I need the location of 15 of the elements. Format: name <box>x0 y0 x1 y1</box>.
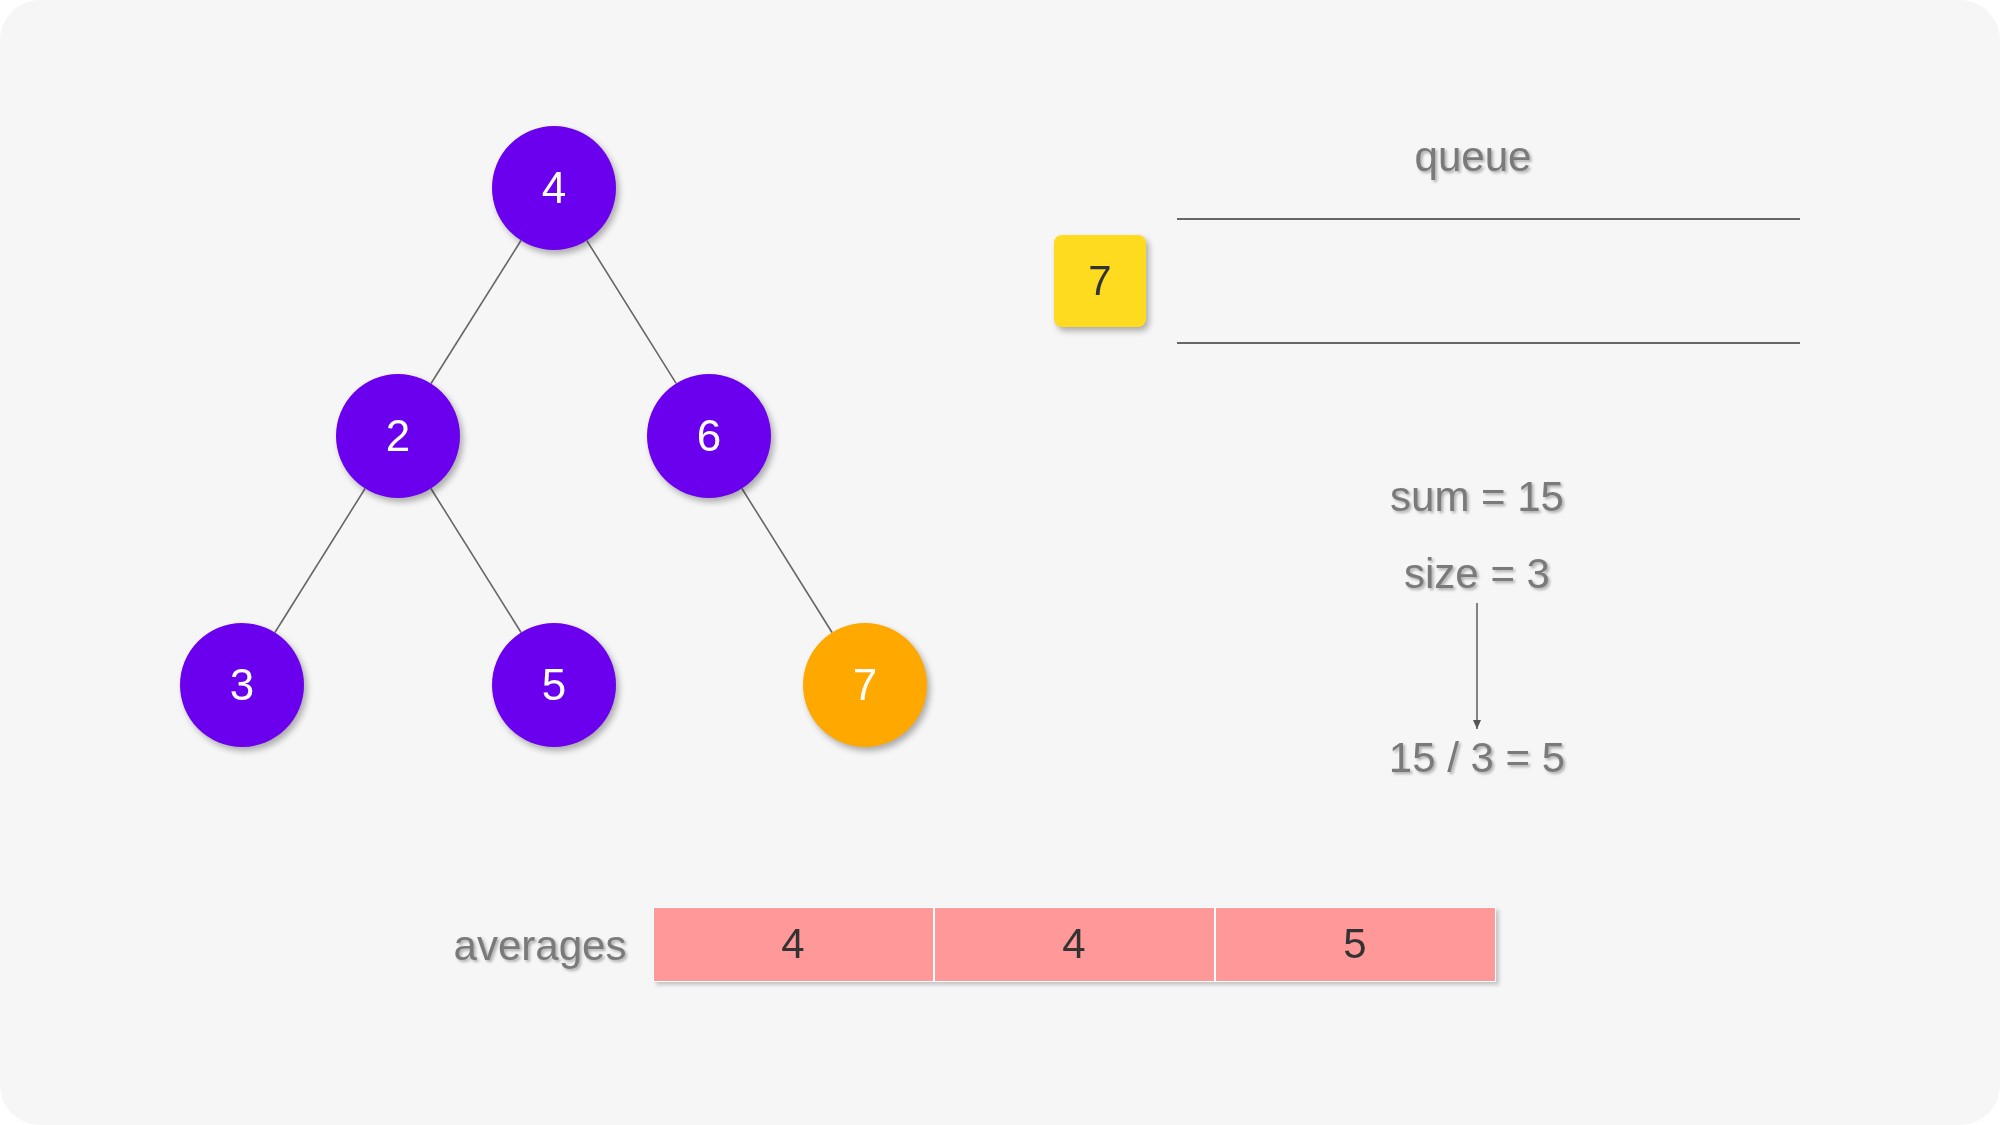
formula-text: sum = 15 <box>1390 473 1564 521</box>
arrow <box>1473 602 1481 730</box>
array-cell: 4 <box>933 906 1215 982</box>
tree-edge-line <box>274 487 366 634</box>
row-label: averages <box>453 922 627 970</box>
tree-edge-line <box>430 239 522 385</box>
tree-edge-line <box>586 239 677 385</box>
tree-edge-line <box>741 487 833 634</box>
array-cell: 4 <box>652 906 934 982</box>
label: queue <box>1414 133 1532 181</box>
formula-text: 15 / 3 = 5 <box>1377 733 1577 783</box>
array-cell: 5 <box>1214 906 1496 982</box>
formula-text: size = 3 <box>1397 549 1557 599</box>
queue-item: 7 <box>1054 235 1146 327</box>
tree-edge-line <box>430 487 522 634</box>
